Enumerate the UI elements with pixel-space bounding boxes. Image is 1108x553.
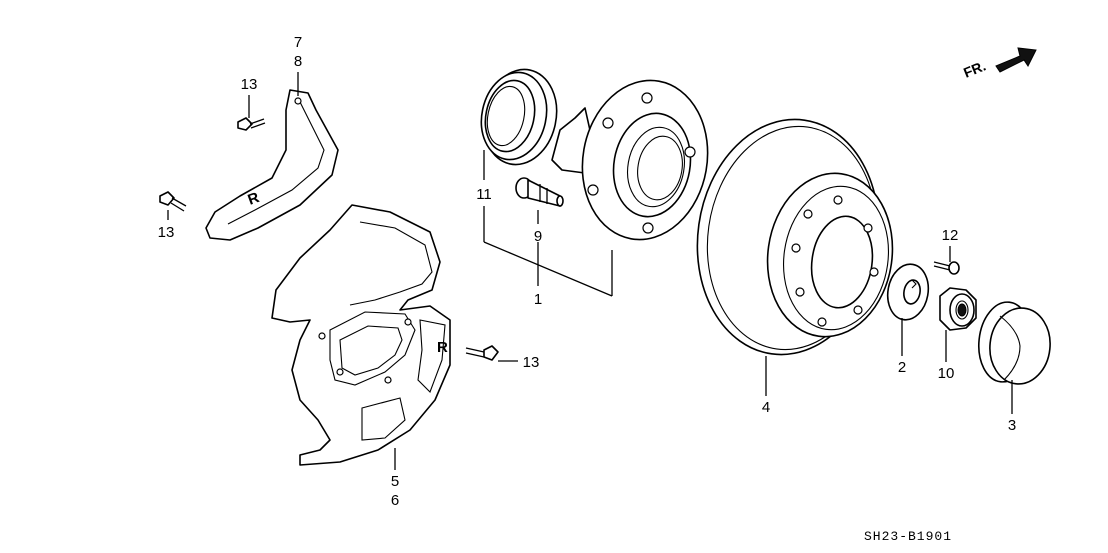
callout-7: 7 <box>294 34 302 51</box>
callout-3: 3 <box>1008 417 1016 434</box>
hub-nut[interactable] <box>939 287 977 331</box>
callout-4: 4 <box>762 399 770 416</box>
bolt-upper[interactable] <box>237 117 266 131</box>
leader-lines <box>167 72 1013 470</box>
hub-bolt[interactable] <box>515 177 564 207</box>
front-direction-indicator: FR. <box>961 47 1037 81</box>
oil-seal[interactable] <box>474 63 566 172</box>
brake-disc[interactable] <box>682 108 902 367</box>
callout-13-right: 13 <box>523 354 540 371</box>
callout-9: 9 <box>534 228 542 245</box>
hub-unit[interactable] <box>551 70 720 249</box>
callout-12: 12 <box>942 227 959 244</box>
callout-11: 11 <box>476 186 492 203</box>
callout-13-left: 13 <box>158 224 175 241</box>
splash-guard-bracket[interactable]: R <box>205 89 339 241</box>
callout-2: 2 <box>898 359 906 376</box>
hub-cap[interactable] <box>975 300 1054 387</box>
callout-13-upper: 13 <box>241 76 258 93</box>
svg-text:R: R <box>437 339 448 356</box>
callout-10: 10 <box>938 365 955 382</box>
lock-washer[interactable] <box>883 261 932 323</box>
screw[interactable] <box>933 261 960 275</box>
direction-label: FR. <box>961 57 988 80</box>
callout-1: 1 <box>534 291 542 308</box>
bolt-right[interactable] <box>465 345 499 361</box>
callout-5: 5 <box>391 473 399 490</box>
callout-8: 8 <box>294 53 302 70</box>
diagram-code: SH23-B1901 <box>864 529 952 544</box>
bolt-left[interactable] <box>159 191 187 212</box>
splash-guard[interactable]: R <box>271 204 451 466</box>
callout-6: 6 <box>391 492 399 509</box>
